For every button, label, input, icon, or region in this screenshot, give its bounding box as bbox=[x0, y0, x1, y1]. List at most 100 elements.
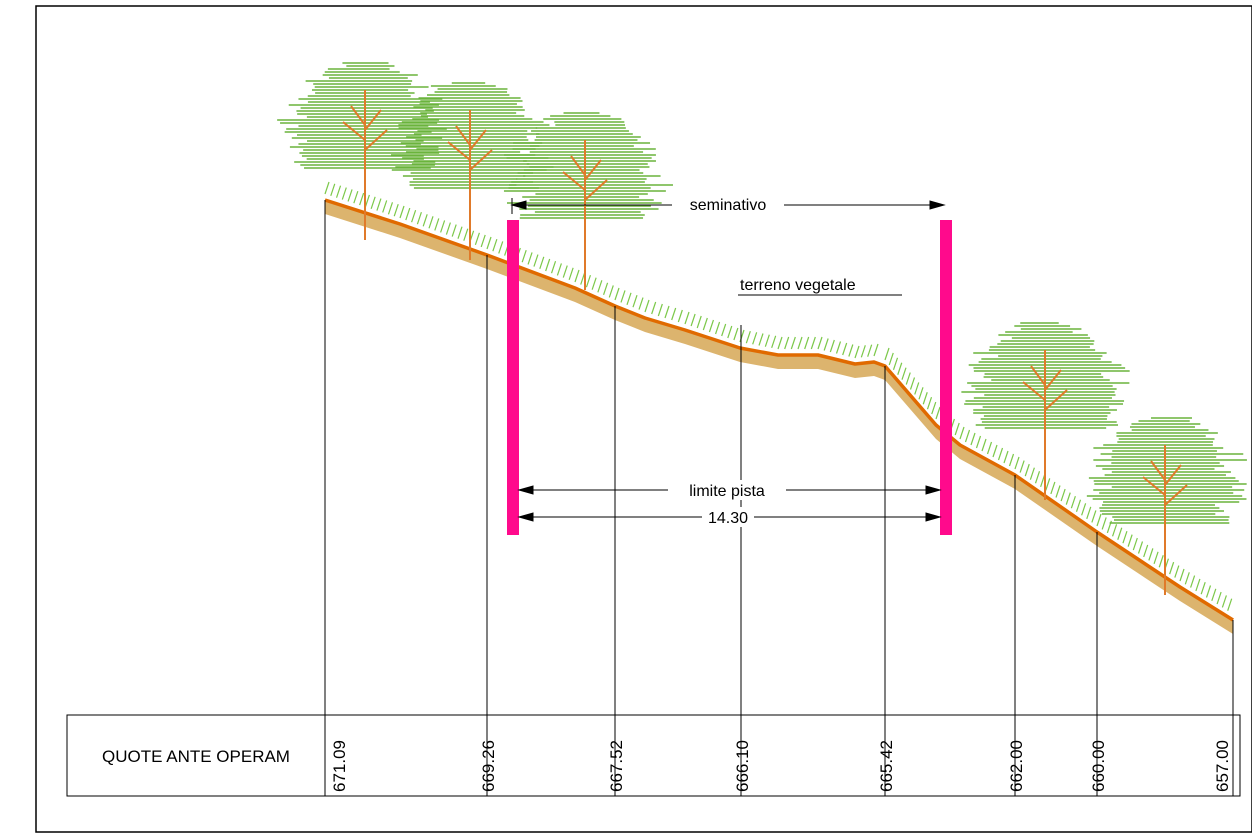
tree-icon bbox=[1086, 417, 1247, 595]
tree-trunk bbox=[469, 149, 493, 171]
grass-stroke bbox=[1132, 537, 1138, 551]
tree-trunk bbox=[364, 109, 382, 131]
tree-trunk bbox=[469, 129, 487, 151]
tree-trunk bbox=[1030, 365, 1046, 386]
grass-stroke bbox=[764, 334, 770, 347]
grass-stroke bbox=[926, 396, 933, 410]
grass-stroke bbox=[416, 212, 422, 225]
grass-stroke bbox=[1117, 527, 1123, 540]
grass-stroke bbox=[574, 269, 580, 283]
grass-stroke bbox=[1050, 481, 1056, 495]
tree-icon bbox=[961, 322, 1130, 500]
grass-stroke bbox=[975, 435, 982, 449]
grass-stroke bbox=[550, 261, 557, 274]
grass-stroke bbox=[1227, 598, 1233, 611]
grass-stroke bbox=[721, 323, 727, 337]
grass-stroke bbox=[1216, 591, 1222, 605]
grass-stroke bbox=[480, 234, 486, 248]
grass-stroke bbox=[498, 241, 504, 254]
tree-trunk bbox=[455, 125, 471, 146]
grass-stroke bbox=[905, 372, 911, 385]
grass-stroke bbox=[1019, 460, 1025, 473]
tree-trunk bbox=[584, 159, 602, 181]
grass-stroke bbox=[359, 192, 365, 206]
tree-trunk bbox=[1150, 460, 1166, 481]
grass-stroke bbox=[324, 181, 330, 195]
grass-stroke bbox=[696, 315, 702, 329]
grass-stroke bbox=[1008, 453, 1015, 467]
grass-stroke bbox=[1024, 463, 1030, 477]
grass-stroke bbox=[997, 447, 1004, 461]
grass-stroke bbox=[804, 336, 810, 350]
tree-trunk bbox=[1164, 464, 1182, 486]
grass-stroke bbox=[884, 347, 890, 361]
grass-stroke bbox=[539, 256, 545, 269]
grass-stroke bbox=[1101, 517, 1107, 530]
tree-trunk bbox=[584, 179, 608, 201]
grass-stroke bbox=[860, 345, 866, 358]
grass-stroke bbox=[790, 336, 796, 350]
elevation-reference-lines bbox=[324, 200, 1234, 796]
grass-stroke bbox=[854, 345, 860, 359]
elevation-value: 657.00 bbox=[1213, 740, 1232, 792]
grass-stroke bbox=[556, 263, 562, 276]
grass-stroke bbox=[330, 183, 336, 197]
grass-stroke bbox=[651, 301, 657, 315]
grass-stroke bbox=[797, 336, 803, 350]
grass-stroke bbox=[817, 336, 823, 350]
grass-stroke bbox=[986, 441, 993, 455]
grass-stroke bbox=[970, 432, 976, 446]
grass-stroke bbox=[848, 344, 854, 357]
grass-stroke bbox=[387, 202, 394, 215]
grass-stroke bbox=[677, 309, 683, 323]
grass-stroke bbox=[568, 267, 574, 280]
grass-stroke bbox=[909, 377, 916, 390]
grass-stroke bbox=[1190, 575, 1196, 588]
elevation-value: 666.10 bbox=[733, 740, 752, 792]
grass-stroke bbox=[873, 343, 879, 357]
grass-stroke bbox=[1184, 572, 1190, 585]
grass-stroke bbox=[1195, 578, 1201, 592]
grass-stroke bbox=[445, 222, 451, 235]
grass-stroke bbox=[1003, 450, 1009, 464]
tree-trunk bbox=[1164, 484, 1188, 506]
grass-stroke bbox=[597, 280, 603, 293]
grass-stroke bbox=[603, 282, 609, 296]
grass-stroke bbox=[644, 299, 650, 313]
grass-stroke bbox=[981, 438, 987, 452]
grass-stroke bbox=[892, 357, 899, 371]
grass-stroke bbox=[1045, 478, 1051, 491]
grass-stroke bbox=[626, 292, 632, 305]
grass-stroke bbox=[1122, 530, 1128, 544]
grass-stroke bbox=[714, 321, 721, 335]
grass-stroke bbox=[702, 317, 708, 331]
grass-stroke bbox=[708, 319, 715, 333]
tree-trunk bbox=[562, 171, 586, 191]
grass-stroke bbox=[664, 305, 670, 319]
grass-stroke bbox=[393, 203, 399, 217]
grass-stroke bbox=[399, 205, 405, 219]
grass-stroke bbox=[657, 303, 663, 317]
grass-stroke bbox=[1055, 485, 1061, 498]
grass-stroke bbox=[638, 297, 644, 310]
grass-stroke bbox=[964, 429, 971, 443]
tree-trunk bbox=[1142, 476, 1166, 496]
grass-stroke bbox=[1081, 503, 1087, 516]
grass-stroke bbox=[752, 332, 758, 345]
elevation-values: 671.09 669.26 667.52 666.10 665.42 662.0… bbox=[330, 740, 1232, 792]
grass-stroke bbox=[992, 444, 998, 458]
grass-stroke bbox=[1137, 541, 1144, 554]
grass-stroke bbox=[922, 392, 928, 405]
grass-stroke bbox=[1086, 506, 1092, 520]
grass-stroke bbox=[690, 313, 696, 327]
grass-stroke bbox=[1148, 548, 1154, 561]
grass-stroke bbox=[521, 250, 527, 263]
grass-stroke bbox=[1205, 585, 1212, 598]
grass-stroke bbox=[671, 307, 677, 321]
grass-stroke bbox=[918, 387, 924, 400]
tree-trunk bbox=[350, 105, 366, 126]
grass-stroke bbox=[545, 258, 551, 272]
grass-stroke bbox=[1200, 582, 1206, 595]
grass-stroke bbox=[608, 285, 614, 298]
tree-trunk bbox=[570, 155, 586, 176]
